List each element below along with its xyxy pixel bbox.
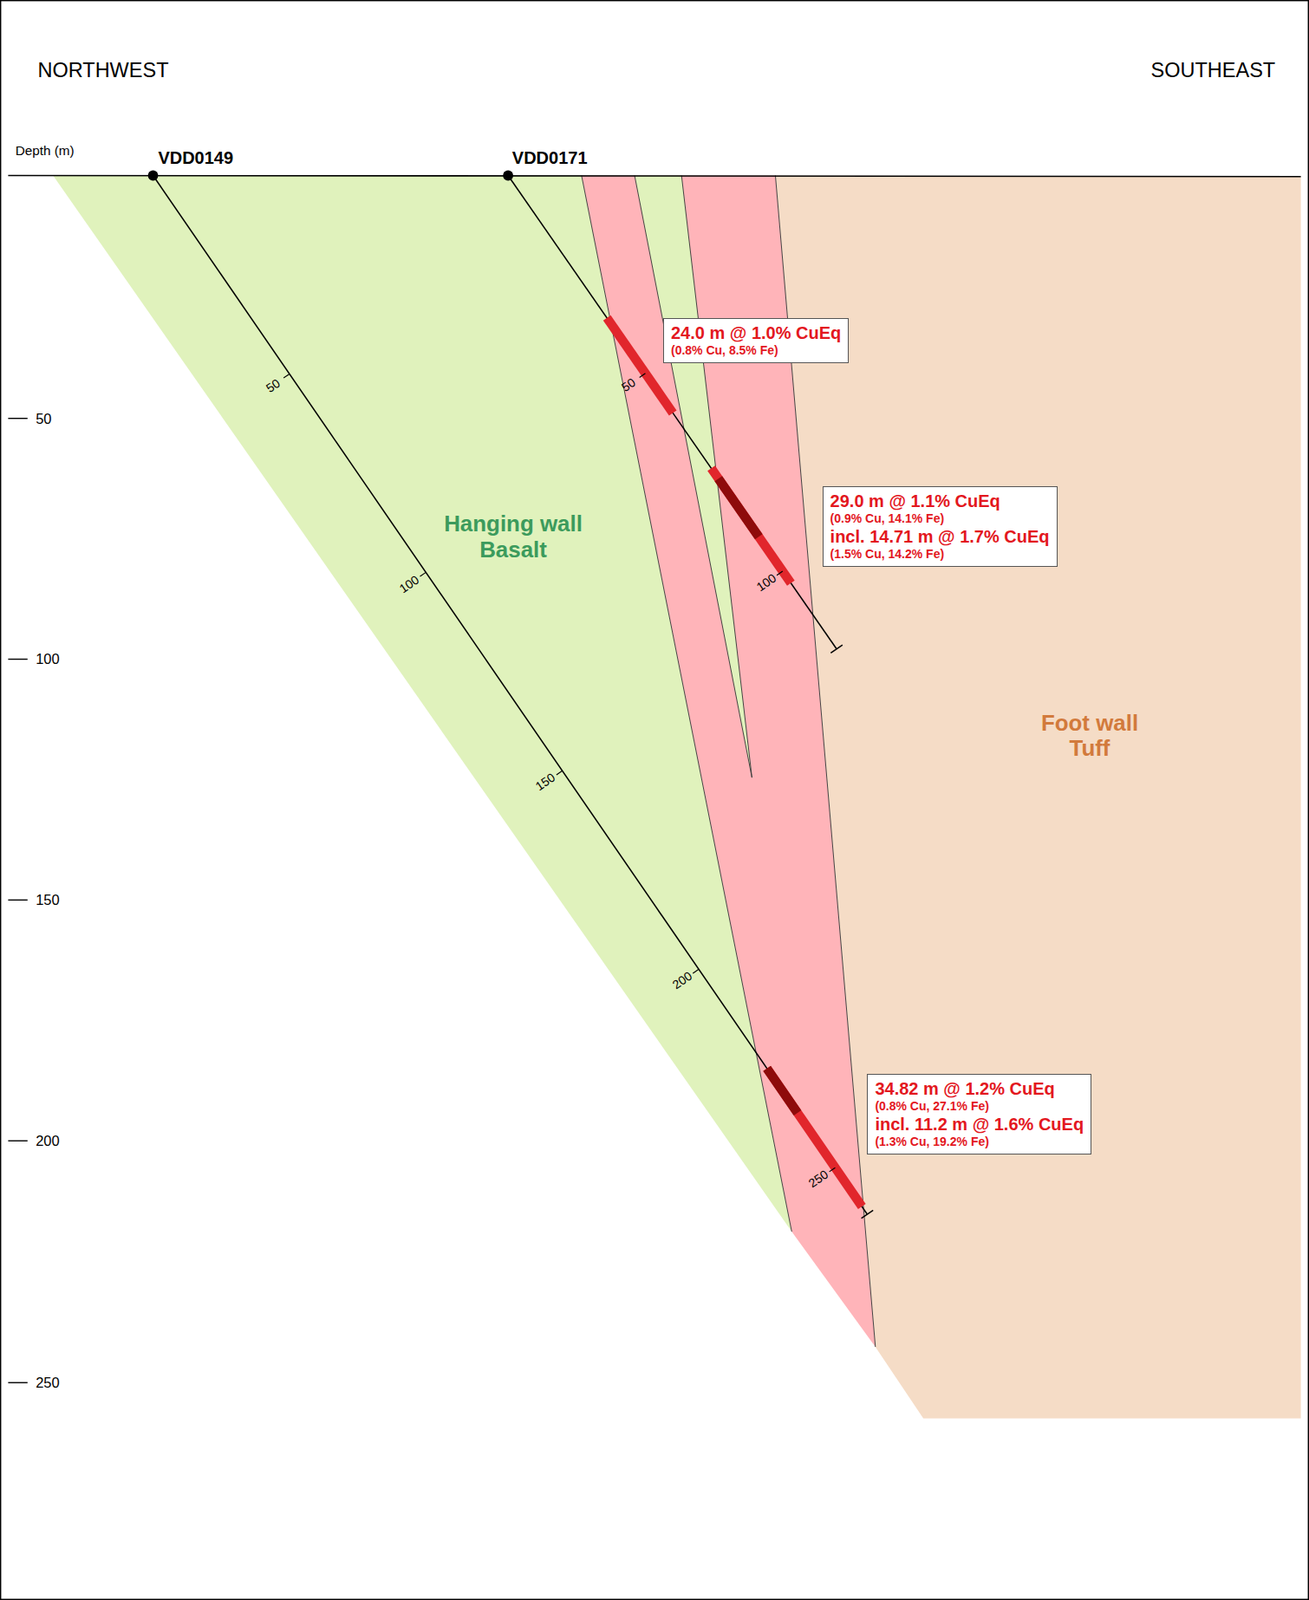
axis-title: Depth (m) xyxy=(15,143,75,159)
axis-label: 100 xyxy=(35,651,60,668)
mineralised-intercept xyxy=(718,478,760,537)
axis-label: 150 xyxy=(35,892,60,909)
collar-dot xyxy=(502,170,514,182)
intercept-callout: 34.82 m @ 1.2% CuEq(0.8% Cu, 27.1% Fe)in… xyxy=(866,1074,1092,1155)
depth-tick xyxy=(776,571,783,576)
mineralised-intercept xyxy=(767,1068,798,1114)
hole-name: VDD0149 xyxy=(157,148,234,169)
direction-label: NORTHWEST xyxy=(38,59,170,84)
intercept-grade: 24.0 m @ 1.0% CuEq xyxy=(670,322,841,344)
intercept-assay: (0.9% Cu, 14.1% Fe) xyxy=(830,511,1050,527)
contacts xyxy=(581,175,876,1348)
depth-tick xyxy=(420,572,427,577)
drill-holes xyxy=(148,170,874,1219)
axis-label: 250 xyxy=(35,1374,60,1391)
depth-tick xyxy=(692,969,699,974)
direction-label: SOUTHEAST xyxy=(1151,59,1277,84)
depth-tick xyxy=(639,373,646,378)
depth-tick xyxy=(556,770,563,775)
basalt-wedge xyxy=(634,175,752,778)
mineralised-intercept xyxy=(710,468,791,583)
collar-dot xyxy=(148,170,159,182)
intercept-assay: (0.8% Cu, 8.5% Fe) xyxy=(670,343,841,359)
unit-label: Hanging wall Basalt xyxy=(426,511,600,564)
intercept-grade: 34.82 m @ 1.2% CuEq xyxy=(874,1078,1084,1100)
drill-trace xyxy=(507,175,837,649)
depth-axis-ticks xyxy=(7,418,27,1384)
hole-name: VDD0171 xyxy=(512,148,588,169)
intercept-grade: 29.0 m @ 1.1% CuEq xyxy=(830,490,1050,512)
depth-tick xyxy=(283,373,290,378)
intercept-callout: 24.0 m @ 1.0% CuEq(0.8% Cu, 8.5% Fe) xyxy=(663,318,849,364)
unit-label: Foot wall Tuff xyxy=(1024,710,1155,763)
hole-end xyxy=(861,1210,874,1218)
axis-label: 50 xyxy=(35,410,52,427)
intercept-grade: incl. 14.71 m @ 1.7% CuEq xyxy=(830,526,1050,548)
drill-trace xyxy=(153,175,868,1214)
mineralised-zone xyxy=(581,175,876,1348)
intercept-callout: 29.0 m @ 1.1% CuEq(0.9% Cu, 14.1% Fe)inc… xyxy=(822,486,1058,567)
hole-end xyxy=(830,644,843,653)
intercept-assay: (1.5% Cu, 14.2% Fe) xyxy=(830,547,1050,562)
mineralised-intercept xyxy=(767,1068,863,1207)
intercept-assay: (0.8% Cu, 27.1% Fe) xyxy=(874,1099,1084,1114)
depth-tick xyxy=(829,1167,836,1173)
intercept-assay: (1.3% Cu, 19.2% Fe) xyxy=(874,1134,1084,1150)
axis-label: 200 xyxy=(35,1132,60,1149)
surface-line xyxy=(7,175,1301,176)
intercept-grade: incl. 11.2 m @ 1.6% CuEq xyxy=(874,1113,1084,1135)
